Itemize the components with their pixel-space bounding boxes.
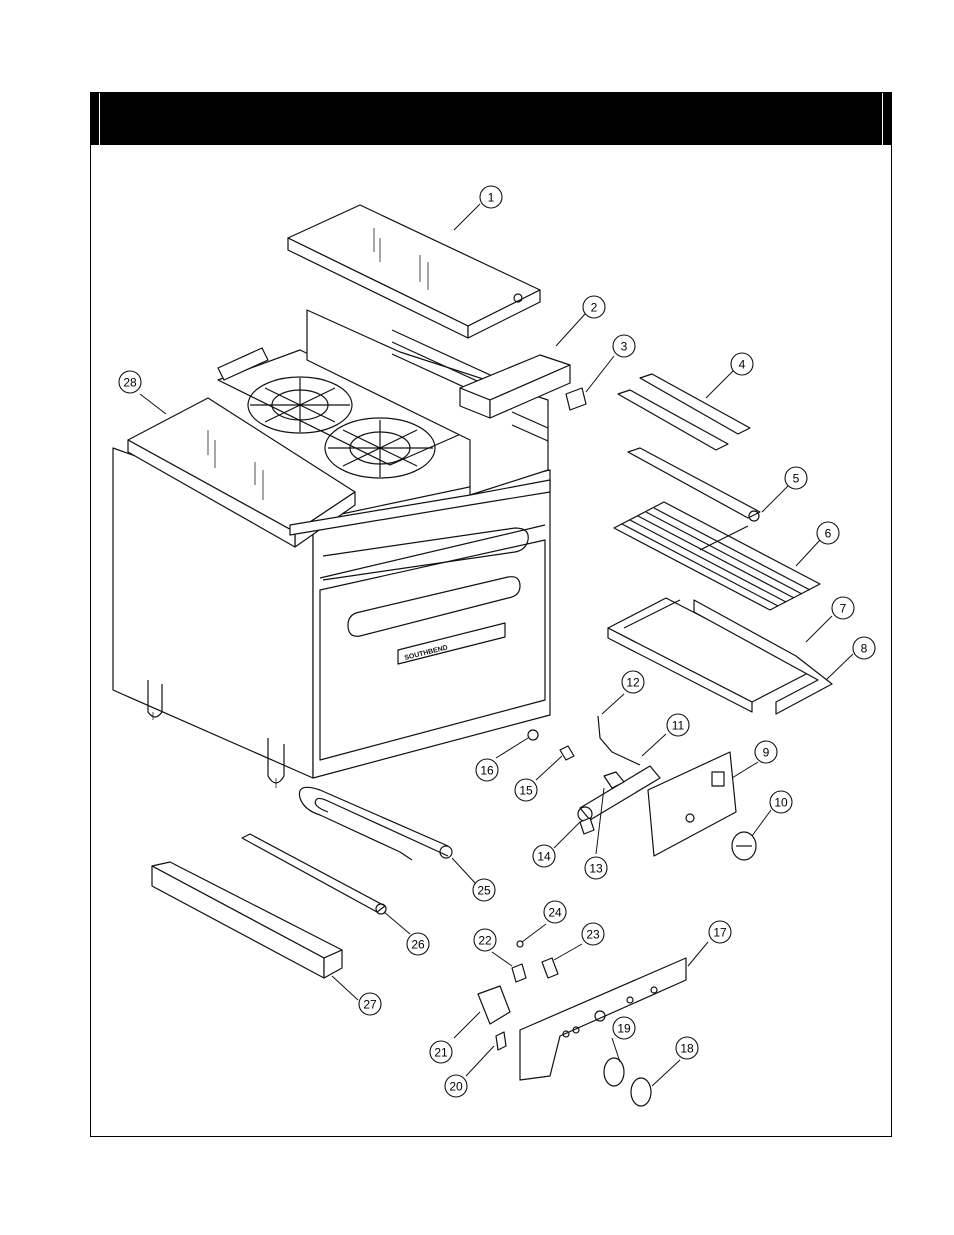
callout-20: 20 bbox=[445, 1075, 467, 1097]
callout-15: 15 bbox=[515, 779, 537, 801]
callout-number: 16 bbox=[480, 764, 494, 778]
callout-number: 9 bbox=[763, 746, 770, 760]
callout-2: 2 bbox=[583, 296, 605, 318]
callout-number: 25 bbox=[477, 884, 491, 898]
callout-7: 7 bbox=[832, 597, 854, 619]
callout-1: 1 bbox=[480, 186, 502, 208]
callout-number: 4 bbox=[739, 358, 746, 372]
callout-27: 27 bbox=[359, 993, 381, 1015]
callout-number: 27 bbox=[363, 998, 377, 1012]
callout-number: 13 bbox=[589, 862, 603, 876]
callout-22: 22 bbox=[474, 929, 496, 951]
callout-4: 4 bbox=[731, 353, 753, 375]
callout-19: 19 bbox=[613, 1017, 635, 1039]
callout-number: 20 bbox=[449, 1080, 463, 1094]
part-26-burner-tube bbox=[242, 834, 386, 914]
callout-10: 10 bbox=[770, 791, 792, 813]
callout-18: 18 bbox=[676, 1037, 698, 1059]
callout-13: 13 bbox=[585, 857, 607, 879]
callout-number: 5 bbox=[793, 472, 800, 486]
part-27-drawer bbox=[152, 862, 342, 978]
callout-number: 8 bbox=[861, 642, 868, 656]
callout-17: 17 bbox=[709, 921, 731, 943]
callout-number: 15 bbox=[519, 784, 533, 798]
callout-12: 12 bbox=[622, 671, 644, 693]
callout-23: 23 bbox=[582, 923, 604, 945]
callout-number: 3 bbox=[621, 340, 628, 354]
callout-11: 11 bbox=[667, 714, 689, 736]
callout-number: 1 bbox=[488, 191, 495, 205]
callout-number: 24 bbox=[548, 906, 562, 920]
callout-number: 7 bbox=[840, 602, 847, 616]
callout-24: 24 bbox=[544, 901, 566, 923]
part-3-clip bbox=[566, 388, 586, 410]
part-4-rails bbox=[618, 374, 750, 450]
callout-14: 14 bbox=[533, 845, 555, 867]
callout-26: 26 bbox=[407, 933, 429, 955]
callout-number: 10 bbox=[774, 796, 788, 810]
callout-number: 23 bbox=[586, 928, 600, 942]
callout-number: 11 bbox=[672, 719, 685, 733]
callout-6: 6 bbox=[817, 522, 839, 544]
callout-number: 21 bbox=[434, 1046, 448, 1060]
oven-control-assembly bbox=[478, 941, 686, 1106]
callout-21: 21 bbox=[430, 1041, 452, 1063]
part-25-u-burner bbox=[299, 787, 452, 860]
callout-number: 6 bbox=[825, 527, 832, 541]
callout-5: 5 bbox=[785, 467, 807, 489]
part-6-grate bbox=[614, 502, 820, 610]
callout-16: 16 bbox=[476, 759, 498, 781]
callout-number: 12 bbox=[626, 676, 640, 690]
callout-number: 19 bbox=[617, 1022, 631, 1036]
callout-number: 28 bbox=[123, 376, 137, 390]
callout-number: 17 bbox=[713, 926, 727, 940]
callout-number: 14 bbox=[537, 850, 551, 864]
callout-3: 3 bbox=[613, 335, 635, 357]
valve-assembly bbox=[528, 716, 660, 834]
callout-number: 18 bbox=[680, 1042, 694, 1056]
callout-9: 9 bbox=[755, 741, 777, 763]
callout-number: 22 bbox=[478, 934, 492, 948]
callout-number: 2 bbox=[591, 301, 598, 315]
callout-number: 26 bbox=[411, 938, 425, 952]
callout-8: 8 bbox=[853, 637, 875, 659]
callout-25: 25 bbox=[473, 879, 495, 901]
part-9-valve-panel bbox=[648, 752, 736, 856]
callout-28: 28 bbox=[119, 371, 141, 393]
